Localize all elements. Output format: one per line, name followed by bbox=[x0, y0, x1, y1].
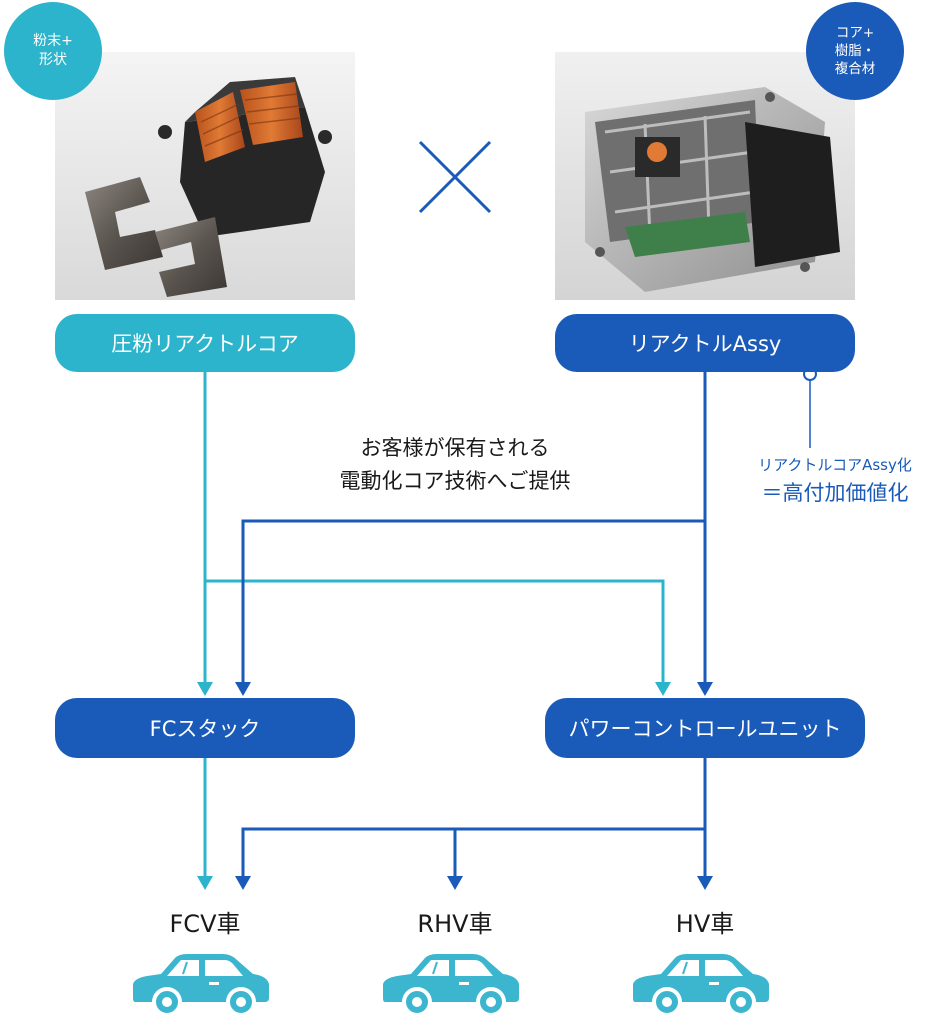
car-icon bbox=[633, 954, 769, 1017]
vehicle-label-fcv: FCV車 bbox=[169, 910, 241, 938]
node-power-control-unit: パワーコントロールユニット bbox=[545, 698, 865, 758]
connector-assy-to-fc bbox=[241, 519, 705, 684]
connector-pcu-to-fcv bbox=[241, 827, 705, 878]
arrowhead bbox=[447, 876, 463, 890]
badge-core-resin-composite: コア+ 樹脂・ 複合材 bbox=[806, 2, 904, 100]
car-icon bbox=[133, 954, 269, 1017]
side-note-line2: ＝高付加価値化 bbox=[761, 481, 909, 505]
node-reactor-assy: リアクトルAssy bbox=[555, 314, 855, 372]
arrowhead bbox=[235, 682, 251, 696]
arrowhead bbox=[197, 876, 213, 890]
reactor-assembly-photo bbox=[555, 52, 855, 300]
side-note-line1: リアクトルコアAssy化 bbox=[758, 456, 912, 474]
times-icon bbox=[418, 140, 492, 214]
node-dust-reactor-core: 圧粉リアクトルコア bbox=[55, 314, 355, 372]
badge-powder-shape: 粉末+ 形状 bbox=[4, 2, 102, 100]
arrowhead bbox=[655, 682, 671, 696]
node-fc-stack: FCスタック bbox=[55, 698, 355, 758]
arrowhead bbox=[697, 682, 713, 696]
arrowhead bbox=[235, 876, 251, 890]
reactor-core-photo bbox=[55, 52, 355, 300]
vehicle-label-rhv: RHV車 bbox=[417, 910, 493, 938]
side-note: リアクトルコアAssy化 ＝高付加価値化 bbox=[740, 454, 930, 507]
car-icon bbox=[383, 954, 519, 1017]
connector-core-to-pcu bbox=[205, 579, 665, 684]
arrowhead bbox=[697, 876, 713, 890]
center-note: お客様が保有される 電動化コア技術へご提供 bbox=[339, 436, 571, 493]
vehicle-label-hv: HV車 bbox=[675, 910, 735, 938]
arrowhead bbox=[197, 682, 213, 696]
